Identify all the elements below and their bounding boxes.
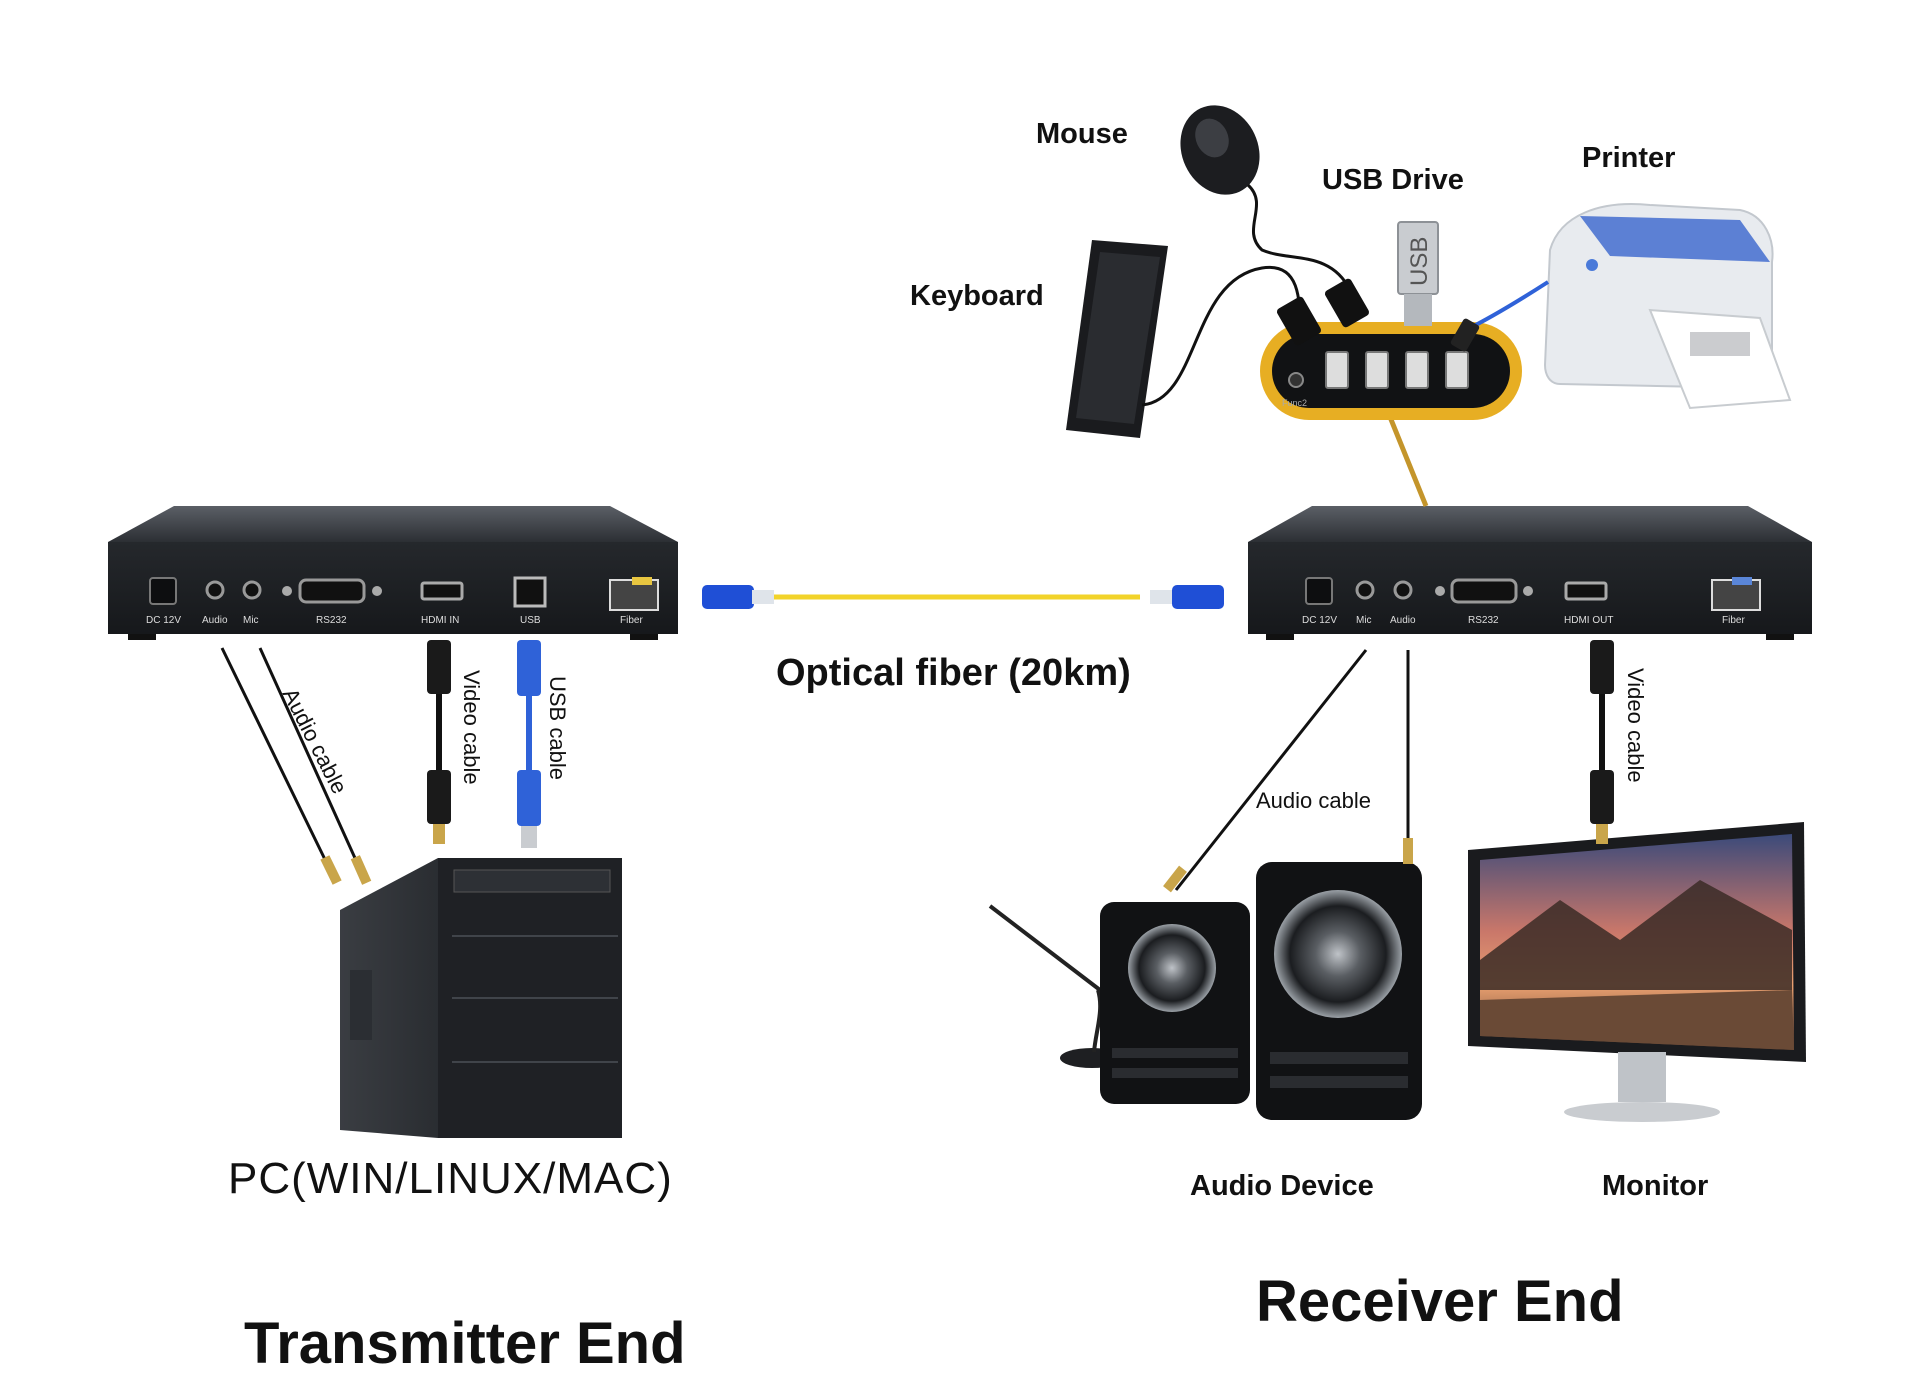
rx-video-cable — [1590, 640, 1614, 844]
rx-port-hdmi-out: HDMI OUT — [1564, 615, 1613, 626]
label-pc: PC(WIN/LINUX/MAC) — [228, 1154, 673, 1203]
label-mouse: Mouse — [1036, 118, 1128, 150]
audio-device — [988, 862, 1422, 1120]
rx-port-rs232: RS232 — [1468, 615, 1499, 626]
label-transmitter-end: Transmitter End — [244, 1311, 686, 1376]
hub-link-cable — [1385, 411, 1429, 507]
tx-port-mic: Mic — [243, 615, 259, 626]
tx-port-usb: USB — [520, 615, 541, 626]
tx-video-cable — [427, 640, 451, 844]
tx-usb-cable — [517, 640, 541, 848]
monitor-device — [1468, 822, 1806, 1122]
printer-device — [1450, 203, 1792, 410]
label-tx-usb-cable: USB cable — [545, 676, 570, 780]
label-printer: Printer — [1582, 142, 1676, 174]
tx-port-dc: DC 12V — [146, 615, 181, 626]
tx-port-hdmi-in: HDMI IN — [421, 615, 459, 626]
transmitter-box: DC 12V Audio Mic RS232 HDMI IN USB Fiber — [108, 506, 678, 640]
rx-port-audio: Audio — [1390, 615, 1416, 626]
label-rx-audio-cable: Audio cable — [1256, 788, 1371, 813]
usb-stick-label: USB — [1406, 237, 1433, 286]
usb-drive-device: USB — [1397, 221, 1439, 326]
rx-port-mic: Mic — [1356, 615, 1372, 626]
label-keyboard: Keyboard — [910, 280, 1044, 312]
tx-audio-cables — [220, 647, 372, 885]
receiver-box: DC 12V Mic Audio RS232 HDMI OUT Fiber — [1248, 506, 1812, 640]
tx-port-fiber: Fiber — [620, 615, 643, 626]
tx-port-audio: Audio — [202, 615, 228, 626]
pc-tower — [340, 858, 622, 1138]
tx-port-labels: DC 12V Audio Mic RS232 HDMI IN USB Fiber — [146, 615, 643, 626]
rx-audio-cables — [1163, 649, 1413, 893]
mouse-device — [1180, 105, 1370, 328]
label-optical-fiber: Optical fiber (20km) — [776, 652, 1131, 694]
tx-port-rs232: RS232 — [316, 615, 347, 626]
label-rx-video-cable: Video cable — [1623, 668, 1648, 783]
keyboard-device — [1066, 240, 1322, 438]
optical-fiber-cable — [702, 585, 1224, 609]
label-usb-drive: USB Drive — [1322, 164, 1464, 196]
label-monitor: Monitor — [1602, 1170, 1709, 1202]
rx-port-fiber: Fiber — [1722, 615, 1745, 626]
label-receiver-end: Receiver End — [1256, 1269, 1624, 1334]
rx-port-dc: DC 12V — [1302, 615, 1337, 626]
rx-port-labels: DC 12V Mic Audio RS232 HDMI OUT Fiber — [1302, 615, 1745, 626]
hub-func-label: Func2 — [1282, 398, 1307, 408]
label-tx-video-cable: Video cable — [459, 670, 484, 785]
label-audio-device: Audio Device — [1190, 1170, 1374, 1202]
